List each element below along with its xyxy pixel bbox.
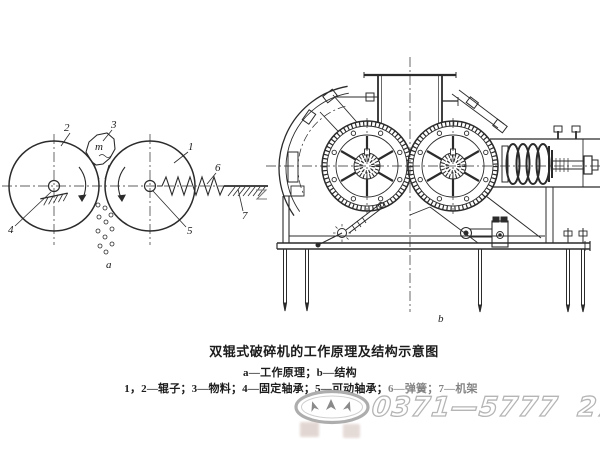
diagram-a-caption: a xyxy=(106,259,112,271)
watermark-phone-number: 0371—5777 2727 xyxy=(370,391,600,423)
label-7: 7 xyxy=(242,210,248,222)
label-2: 2 xyxy=(64,122,70,134)
movable-bearing-axle xyxy=(143,179,157,193)
roller-left-circle xyxy=(8,140,100,232)
ratchet-tension-rod xyxy=(315,202,384,248)
leg xyxy=(565,249,571,313)
figure-subtitle: a—工作原理；b—结构 xyxy=(243,367,357,379)
material-mark-label: m xyxy=(95,141,103,153)
leg xyxy=(282,249,288,312)
stray-mark xyxy=(255,189,268,200)
label-1: 1 xyxy=(188,141,194,153)
leg xyxy=(304,249,310,312)
link-mechanism xyxy=(459,216,509,248)
frame-wall-hatch xyxy=(224,185,268,197)
rotation-arrows xyxy=(78,166,126,202)
leg xyxy=(580,249,586,313)
top-right-braces xyxy=(442,89,508,134)
spring-zigzag xyxy=(157,175,228,197)
falling-particles xyxy=(95,202,115,255)
figure-title: 双辊式破碎机的工作原理及结构示意图 xyxy=(209,344,439,359)
material-texture-squiggle xyxy=(98,154,112,158)
leader-lines-a xyxy=(14,129,244,228)
nip-gap-lines xyxy=(93,163,110,180)
label-4: 4 xyxy=(8,224,14,236)
anchor-bolt-legs xyxy=(282,249,586,313)
label-5: 5 xyxy=(187,225,193,237)
leg xyxy=(477,249,483,313)
fixed-bearing-axle xyxy=(47,179,61,193)
centerlines-a xyxy=(2,134,266,245)
diagram-a-working-principle: m xyxy=(2,119,268,271)
figure-legend: 1，2—辊子；3—物料；4—固定轴承；5—可动轴承；6—弹簧；7—机架 xyxy=(124,383,478,395)
label-6: 6 xyxy=(215,162,221,174)
roller-right-circle xyxy=(104,140,196,232)
diagram-b-structure: b xyxy=(255,57,600,325)
centerlines-b xyxy=(266,57,600,312)
diagram-b-caption: b xyxy=(438,313,444,325)
fixed-bearing-hatch xyxy=(40,192,69,206)
material-rock xyxy=(85,132,116,166)
left-bearing-bracket xyxy=(287,151,299,183)
label-3: 3 xyxy=(110,119,117,131)
